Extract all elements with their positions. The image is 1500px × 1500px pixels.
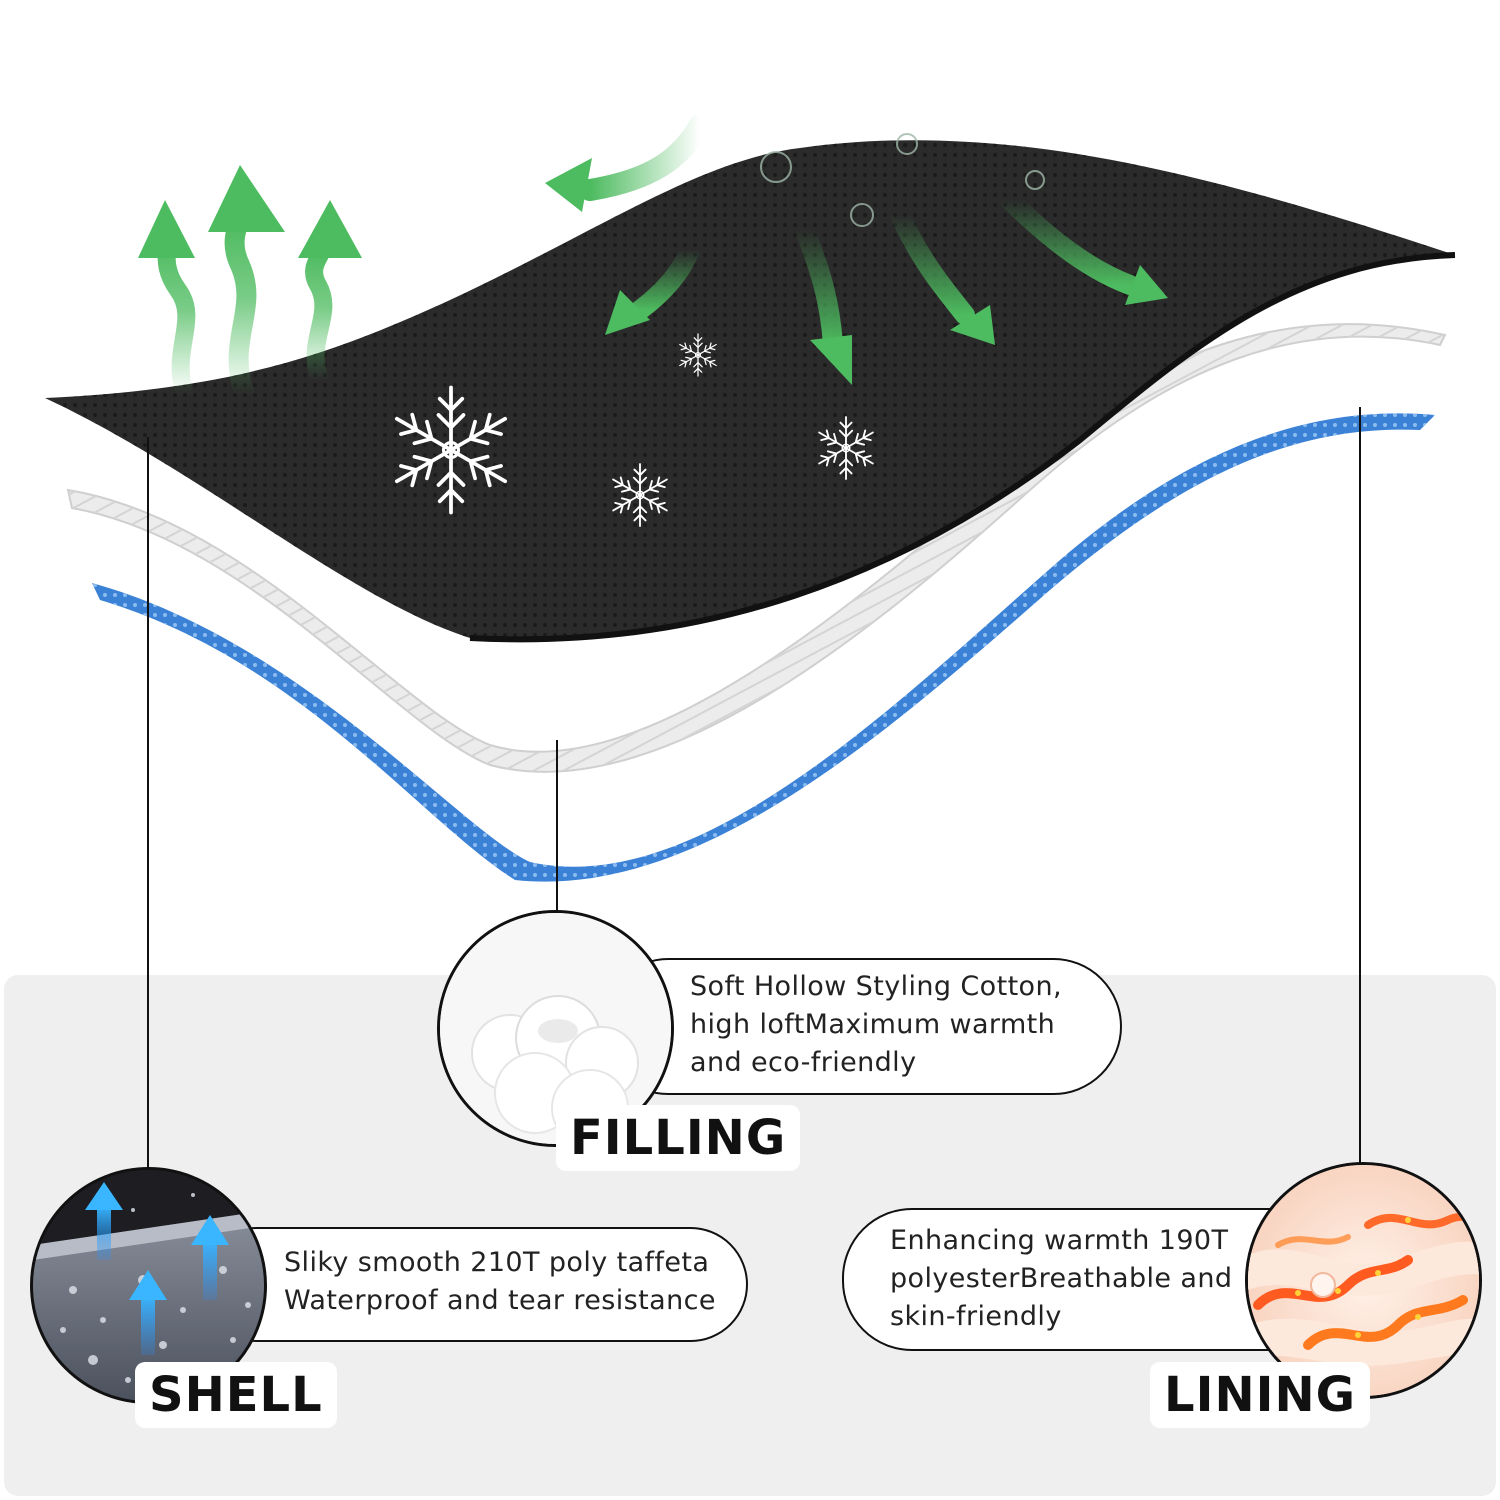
lining-description-line: polyesterBreathable and xyxy=(890,1263,1233,1294)
shell-description-line: Waterproof and tear resistance xyxy=(284,1285,716,1316)
airflow-arrow-icon xyxy=(1000,190,1168,305)
airflow-arrow-icon xyxy=(545,114,711,212)
lining-label: LINING xyxy=(1150,1362,1371,1428)
arrow-up-icon xyxy=(191,1215,229,1300)
filling-description-box xyxy=(600,958,1122,1095)
shell-description: Sliky smooth 210T poly taffeta Waterproo… xyxy=(284,1244,716,1320)
arrow-up-icon xyxy=(129,1270,167,1355)
filling-leader-line xyxy=(556,740,558,912)
fabric-layers-illustration xyxy=(45,114,1456,882)
lining-description-line: skin-friendly xyxy=(890,1301,1062,1332)
airflow-arrow-icon xyxy=(795,220,852,385)
shell-label: SHELL xyxy=(135,1362,337,1428)
airflow-arrow-icon xyxy=(605,240,700,335)
filling-description-line: Soft Hollow Styling Cotton, xyxy=(690,971,1062,1002)
lining-layer xyxy=(92,413,1435,882)
shell-description-box xyxy=(200,1227,748,1342)
filling-label: FILLING xyxy=(556,1105,801,1171)
shell-description-line: Sliky smooth 210T poly taffeta xyxy=(284,1247,710,1278)
shell-leader-line xyxy=(147,437,149,1172)
lining-leader-line xyxy=(1359,407,1361,1165)
airflow-arrow-icon xyxy=(138,200,196,404)
airflow-arrow-icon xyxy=(208,165,285,405)
water-droplet-icon xyxy=(760,133,1045,227)
filling-layer xyxy=(66,323,1447,773)
airflow-arrow-icon xyxy=(890,205,995,345)
filling-description: Soft Hollow Styling Cotton, high loftMax… xyxy=(690,968,1062,1082)
filling-description-line: and eco-friendly xyxy=(690,1047,917,1078)
airflow-arrow-icon xyxy=(298,200,362,389)
arrow-up-icon xyxy=(85,1182,123,1260)
lining-description-line: Enhancing warmth 190T xyxy=(890,1225,1229,1256)
filling-description-line: high loftMaximum warmth xyxy=(690,1009,1056,1040)
lining-description: Enhancing warmth 190T polyesterBreathabl… xyxy=(890,1222,1232,1336)
